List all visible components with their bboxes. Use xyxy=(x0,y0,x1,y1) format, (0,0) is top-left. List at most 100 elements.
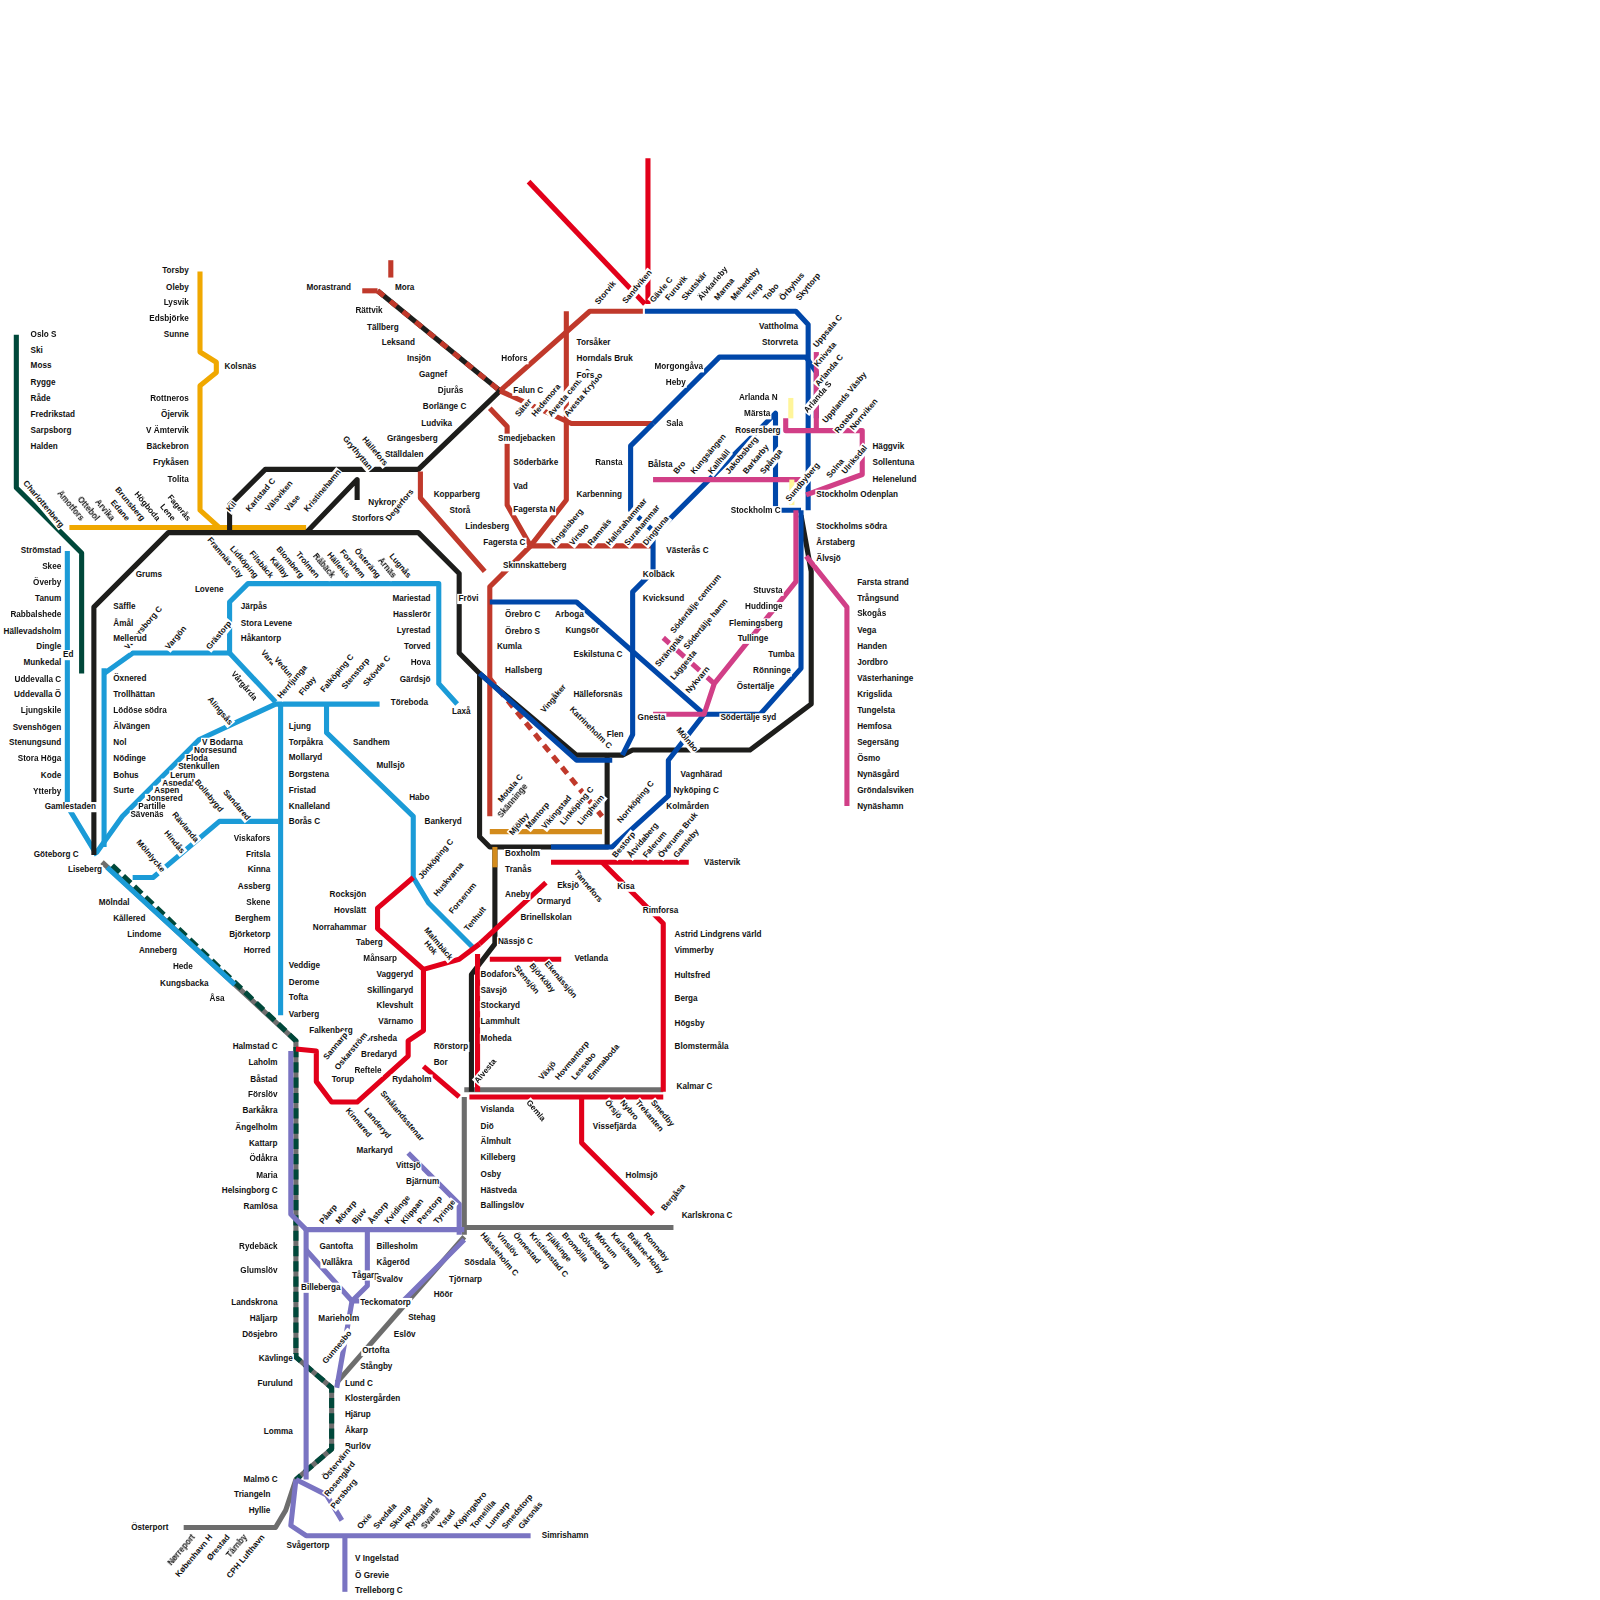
station-label: Hova xyxy=(410,658,432,668)
station-label: Storå xyxy=(448,506,471,516)
station-label: Katrineholm C xyxy=(566,704,614,752)
station-label: Hästveda xyxy=(480,1185,518,1195)
station-label: Varberg xyxy=(288,1010,320,1020)
station-label: Ösmo xyxy=(856,754,881,764)
station-label: Älvsjö xyxy=(815,554,842,564)
station-label: Svågertorp xyxy=(285,1541,330,1551)
station-label: Kattarp xyxy=(248,1138,279,1148)
station-label: Eslöv xyxy=(393,1330,417,1340)
station-label: Fristad xyxy=(288,786,317,796)
station-label: Håkantorp xyxy=(240,634,282,644)
station-label: Fors xyxy=(576,370,596,380)
station-label: Skillingaryd xyxy=(366,985,414,995)
station-label: Karlskrona C xyxy=(681,1211,734,1221)
station-label: Nol xyxy=(112,738,127,748)
station-label: Stora Levene xyxy=(240,618,293,628)
station-label: Ställdalen xyxy=(384,450,425,460)
station-label: Mariestad xyxy=(391,594,431,604)
station-label: Bäckebron xyxy=(146,442,190,452)
station-label: Kil xyxy=(224,499,240,515)
station-label: Norrahammar xyxy=(312,922,368,932)
station-label: Borås C xyxy=(288,817,321,827)
station-label: Torpåkra xyxy=(288,737,324,747)
station-label: Furulund xyxy=(256,1379,293,1389)
station-label: Töreboda xyxy=(390,698,429,708)
station-label: Lomma xyxy=(263,1427,294,1437)
station-label: Storfors xyxy=(351,514,385,524)
station-label: Båstad xyxy=(249,1074,278,1084)
station-label: Mellerud xyxy=(112,634,148,644)
station-label: Borlänge C xyxy=(422,402,468,412)
station-label: Hemfosa xyxy=(856,722,893,732)
station-label: Osby xyxy=(480,1169,502,1179)
station-label: Eskilstuna C xyxy=(572,650,623,660)
station-label: Insjön xyxy=(406,354,432,364)
station-label: Grums xyxy=(135,569,163,579)
station-label: Taberg xyxy=(355,938,384,948)
station-label: Ormaryd xyxy=(536,897,572,907)
station-label: Dösjebro xyxy=(241,1330,278,1340)
station-label: Stuvsta xyxy=(752,586,784,596)
station-label: Nynäshamn xyxy=(856,802,904,812)
station-label: Sala xyxy=(665,418,684,428)
station-label: Gemla xyxy=(523,1097,548,1124)
station-label: Vattholma xyxy=(758,321,799,331)
station-label: Åmål xyxy=(112,618,134,628)
station-label: Klevshult xyxy=(375,1001,414,1011)
station-label: Aneby xyxy=(504,890,531,900)
station-label: Storvik xyxy=(592,279,619,308)
station-label: Barkåkra xyxy=(242,1106,279,1116)
station-label: Halmstad C xyxy=(232,1042,279,1052)
station-label: Ed xyxy=(62,650,74,660)
station-label: Sunne xyxy=(163,330,190,340)
station-label: Öjervik xyxy=(160,410,190,420)
station-label: Ängelholm xyxy=(234,1122,278,1132)
station-label: Jordbro xyxy=(856,658,889,668)
station-label: Falun C xyxy=(512,386,544,396)
station-label: Bollebygd xyxy=(191,777,225,815)
station-label: Råde xyxy=(30,394,52,404)
station-label: Storvreta xyxy=(761,338,799,348)
station-label: Nödinge xyxy=(112,754,147,764)
station-label: Billeberga xyxy=(300,1283,342,1293)
station-label: Bohus xyxy=(112,770,139,780)
station-label: Heby xyxy=(665,378,687,388)
station-label: Älmhult xyxy=(480,1137,512,1147)
station-label: Kristinehamn xyxy=(301,467,344,515)
station-label: Rönninge xyxy=(752,666,792,676)
station-label: Kinna xyxy=(247,866,272,876)
station-label: Dingle xyxy=(35,642,62,652)
station-label: Söderbärke xyxy=(512,458,559,468)
station-label: Maria xyxy=(255,1170,278,1180)
station-label: Vårgårda xyxy=(228,669,260,704)
station-label: Stora Höga xyxy=(17,754,63,764)
station-label: Oslo S xyxy=(30,330,58,340)
station-label: Ytterby xyxy=(32,786,62,796)
station-label: Kumla xyxy=(496,642,523,652)
station-label: Sarpsborg xyxy=(30,426,73,436)
station-label: Arlanda N xyxy=(738,393,779,403)
station-label: Bergåsa xyxy=(659,1181,689,1214)
station-label: Stockholms södra xyxy=(815,521,888,531)
station-label: Reftele xyxy=(353,1066,382,1076)
station-label: Örebro S xyxy=(504,626,541,636)
station-label: Stockholm C xyxy=(730,506,782,516)
station-label: Morastrand xyxy=(306,283,352,293)
station-label: Lindome xyxy=(126,930,162,940)
station-label: Strömstad xyxy=(20,546,62,556)
station-label: Vingåker xyxy=(538,682,569,716)
station-label: Bankeryd xyxy=(423,817,462,827)
station-label: Rättvik xyxy=(354,306,383,316)
station-label: Årstaberg xyxy=(815,538,856,548)
station-label: Vimmerby xyxy=(673,946,714,956)
station-label: Huddinge xyxy=(744,602,784,612)
station-label: Diö xyxy=(480,1121,495,1131)
station-label: Skee xyxy=(41,562,62,572)
station-label: Ortofta xyxy=(361,1346,390,1356)
station-label: Björketorp xyxy=(228,930,271,940)
station-label: Triangeln xyxy=(233,1490,271,1500)
station-label: Hyllie xyxy=(248,1506,272,1516)
station-label: Trångsund xyxy=(856,594,900,604)
station-label: Hälleforsnäs xyxy=(572,690,623,700)
